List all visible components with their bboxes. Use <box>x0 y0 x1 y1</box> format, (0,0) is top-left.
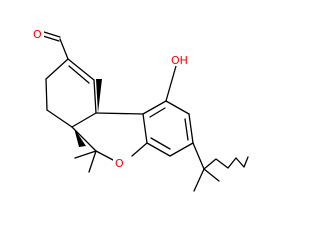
ring-oxygen-label: O <box>115 157 124 170</box>
molecule-canvas: O OH O <box>32 26 249 192</box>
bond-ar-1-2 <box>142 113 148 144</box>
bond-aldehyde-c-o-2 <box>43 31 61 38</box>
bond-side-methyl-2 <box>203 168 220 182</box>
bond-ring-c3-c4 <box>46 109 73 128</box>
bond-ar-inner-1 <box>149 107 166 118</box>
bond-ring-c6-c1-double <box>68 65 90 84</box>
bond-ring-c6-c1 <box>67 58 95 81</box>
molecule-structure: O OH O <box>32 26 249 192</box>
bond-pyran-ar-c5 <box>95 112 144 115</box>
bond-ar-4-5 <box>188 113 194 144</box>
bond-ar-6-1 <box>142 100 167 115</box>
bond-ar-inner-3 <box>150 137 171 150</box>
bond-ring-c1-c2 <box>45 58 69 80</box>
bond-ar-5-6 <box>165 100 190 115</box>
hydroxyl-bg <box>170 52 192 66</box>
aldehyde-oxygen-label: O <box>33 28 42 41</box>
bond-aldehyde-c-ring <box>59 38 69 60</box>
bond-ring-c5-c6 <box>93 79 97 114</box>
ring-oxygen-bg <box>113 155 127 169</box>
bond-ar-inner-2 <box>184 118 189 141</box>
bond-ar-2-3 <box>146 142 171 157</box>
wedge-bond-upper <box>96 79 102 113</box>
bond-ring-c4-c5 <box>71 112 97 128</box>
bond-gem-methyl-1 <box>74 150 97 159</box>
bond-group <box>42 31 220 192</box>
bond-hydroxyl <box>165 65 177 102</box>
bond-gem-methyl-2 <box>88 150 97 173</box>
bond-ring-c2-c3 <box>45 78 48 111</box>
aldehyde-oxygen-bg <box>32 26 44 40</box>
bond-side-methyl-1 <box>193 168 205 192</box>
bond-pyran-c-o <box>95 150 114 161</box>
hydroxyl-label: OH <box>171 54 188 67</box>
bond-ar-3-4 <box>169 142 194 157</box>
bond-alkyl-chain <box>203 156 249 170</box>
bond-side-chain-attach <box>192 142 205 170</box>
bond-pyran-o-ar <box>131 142 148 157</box>
bond-aldehyde-c-o-1 <box>42 35 60 42</box>
bond-pyran-c4-c <box>71 126 97 152</box>
atom-label-group: O OH O <box>32 26 192 170</box>
